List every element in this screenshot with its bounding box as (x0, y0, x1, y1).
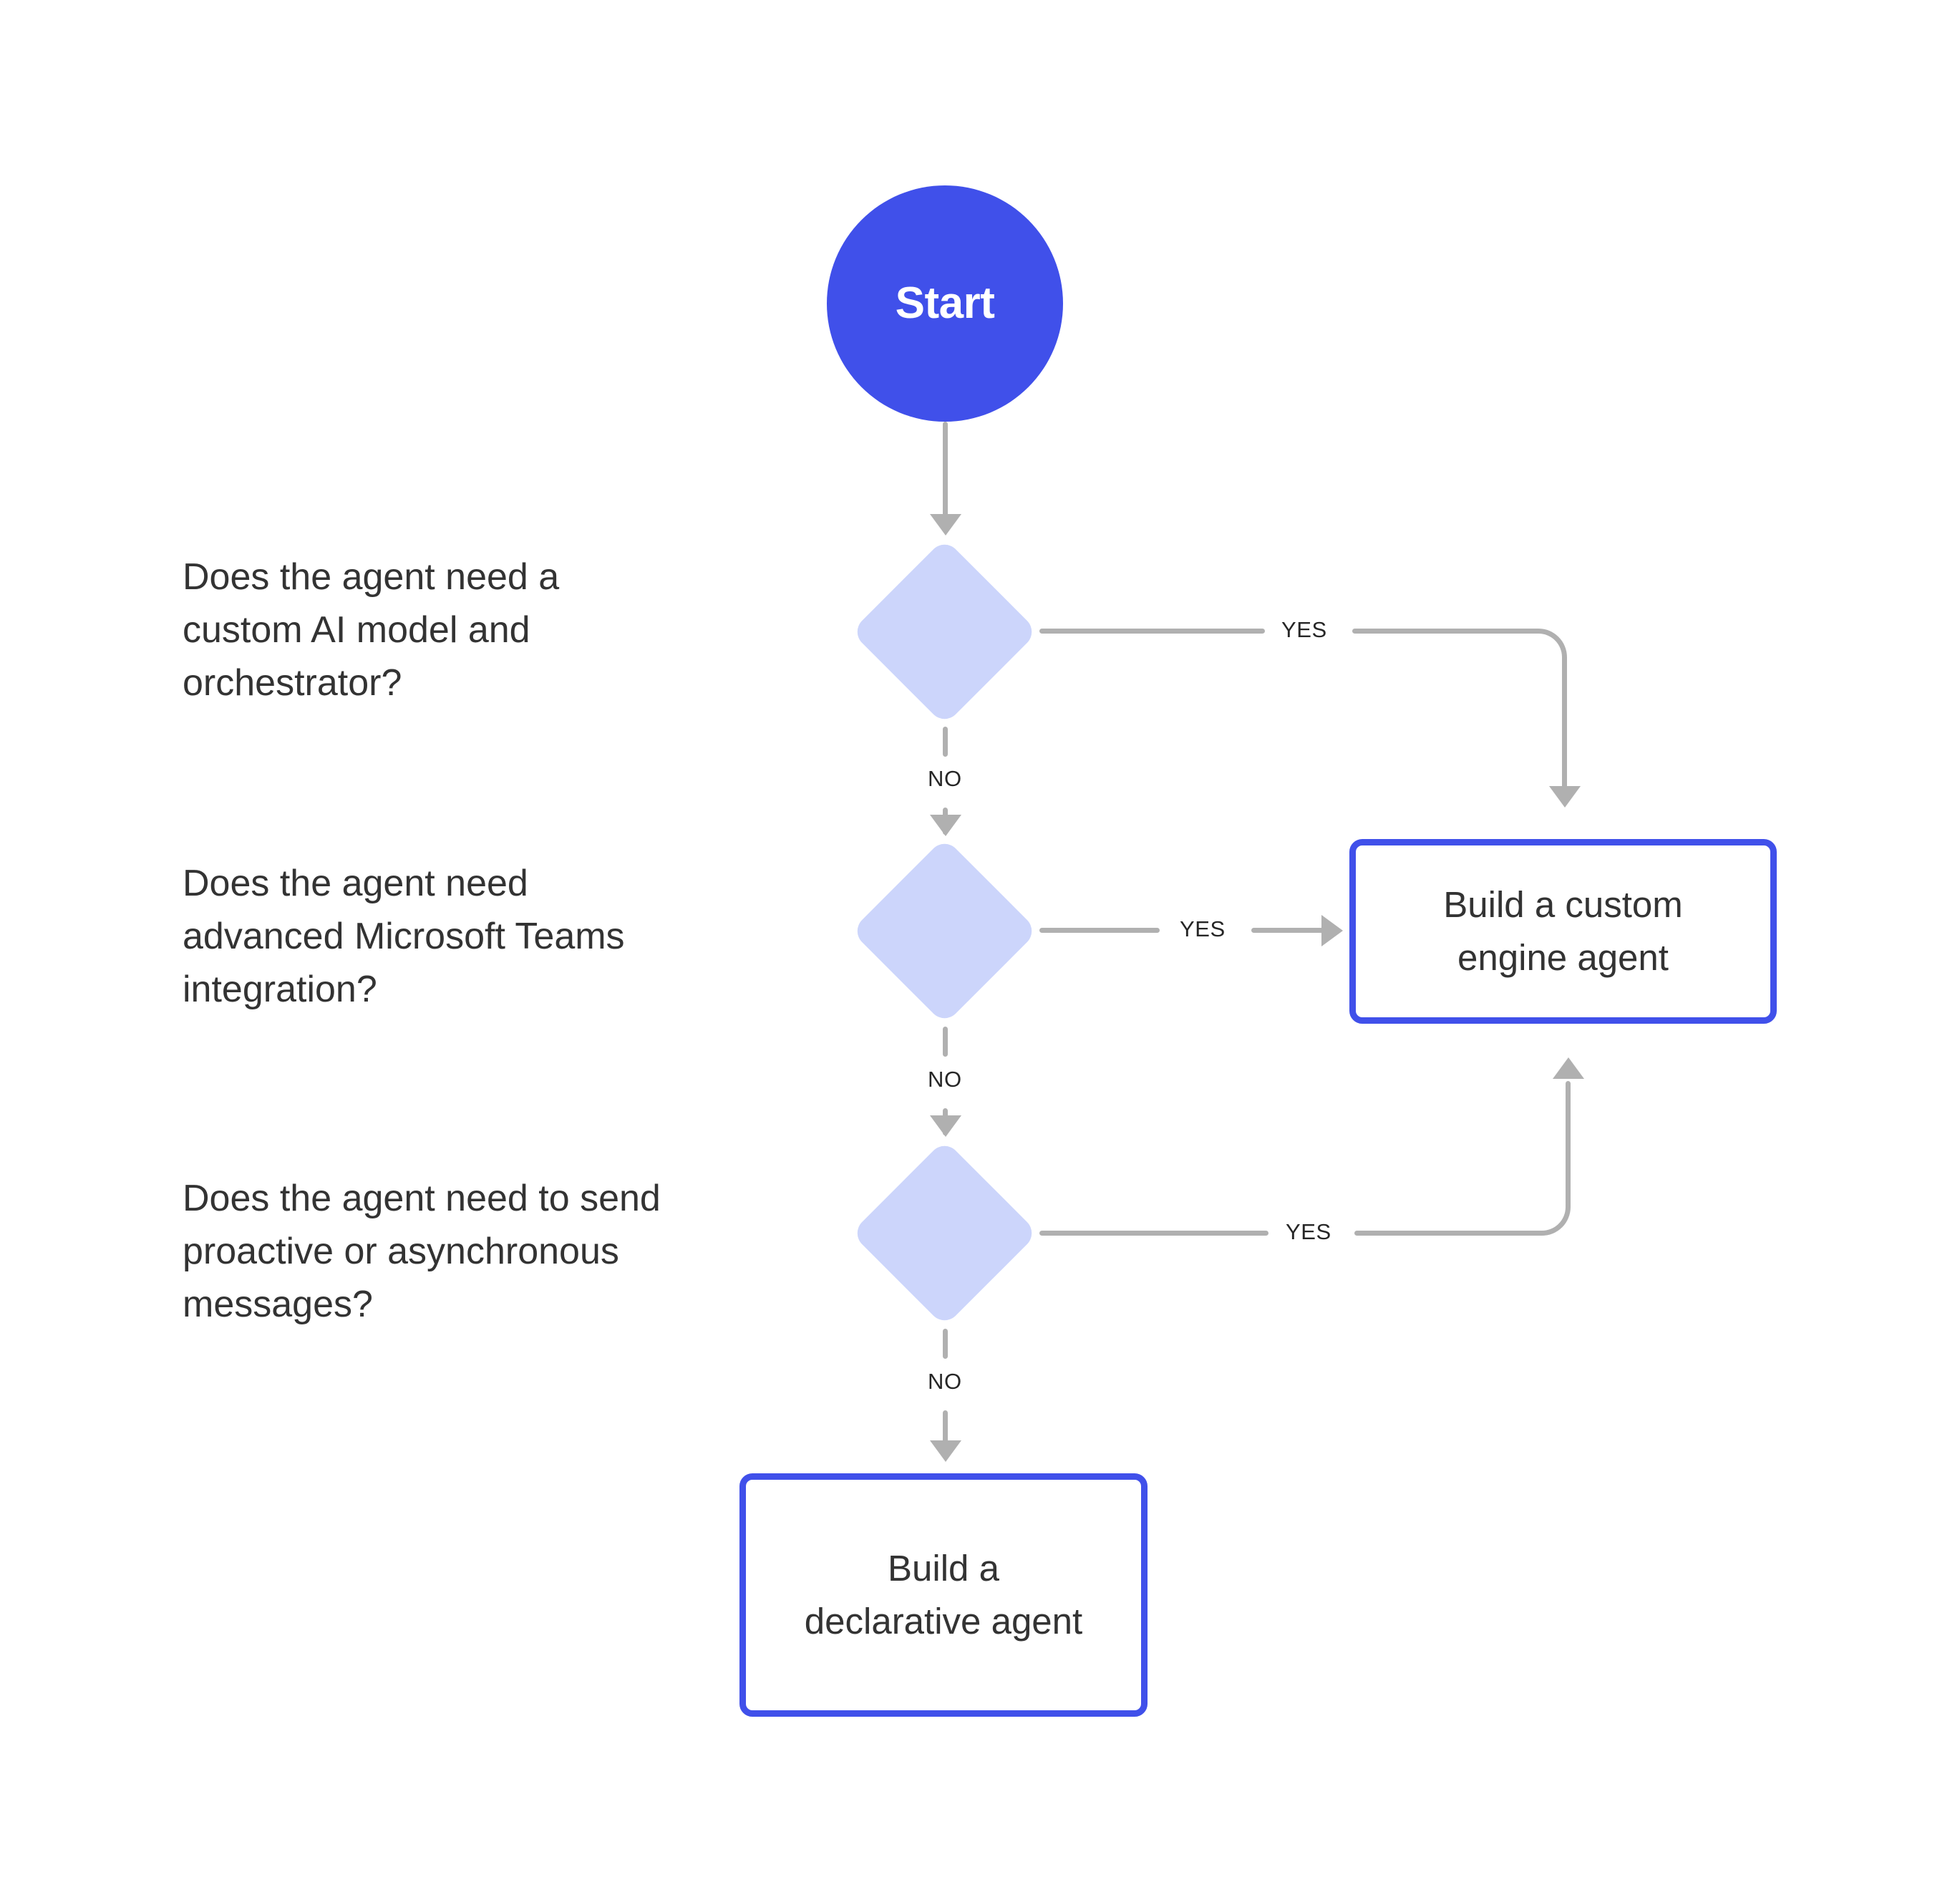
start-node[interactable]: Start (827, 185, 1063, 422)
connector-q3-yes-left (1039, 1231, 1268, 1236)
connector-q3-no-upper (943, 1329, 948, 1359)
outcome-label-declarative-agent: Build a declarative agent (804, 1548, 1083, 1642)
arrow-q3-yes-to-custom-engine (1553, 1057, 1584, 1079)
arrow-start-to-q1 (930, 514, 961, 535)
connector-q3-yes-right (1354, 1231, 1543, 1236)
connector-q1-yes-right (1352, 629, 1540, 634)
arrow-q3-no-to-declarative (930, 1440, 961, 1462)
arrow-q1-no-to-q2 (930, 815, 961, 836)
edge-label-q1-yes: YES (1281, 617, 1327, 642)
decision-diamond-3[interactable] (850, 1139, 1039, 1327)
outcome-box-declarative-agent[interactable]: Build a declarative agent (739, 1473, 1148, 1717)
connector-q1-no-upper (943, 727, 948, 757)
edge-label-q3-yes: YES (1286, 1219, 1331, 1244)
connector-start-to-q1 (943, 422, 948, 518)
edge-label-q3-no: NO (928, 1369, 962, 1394)
connector-q1-yes-elbow (1536, 629, 1567, 660)
connector-q3-no-lower (943, 1410, 948, 1449)
edge-label-q2-no: NO (928, 1067, 962, 1092)
question-label-3: Does the agent need to send proactive or… (183, 1178, 661, 1325)
connector-q1-yes-down (1562, 657, 1567, 790)
arrow-q1-yes-to-custom-engine (1549, 786, 1581, 808)
decision-diamond-1[interactable] (850, 538, 1039, 726)
connector-q2-yes-right (1251, 928, 1330, 933)
edge-label-q2-yes: YES (1180, 916, 1226, 941)
arrow-q2-no-to-q3 (930, 1115, 961, 1137)
outcome-label-custom-engine-agent: Build a custom engine agent (1443, 884, 1683, 978)
connector-q2-no-upper (943, 1027, 948, 1057)
decision-diamond-2[interactable] (850, 837, 1039, 1025)
question-label-2: Does the agent need advanced Microsoft T… (183, 863, 625, 1010)
start-node-label: Start (895, 278, 995, 328)
question-label-1: Does the agent need a custom AI model an… (183, 556, 560, 704)
connector-q1-yes-left (1039, 629, 1265, 634)
connector-q3-yes-elbow (1539, 1204, 1571, 1236)
connector-q2-yes-left (1039, 928, 1160, 933)
connector-q3-yes-up (1566, 1081, 1571, 1206)
edge-label-q1-no: NO (928, 766, 962, 791)
arrow-q2-yes-to-custom-engine (1321, 915, 1343, 946)
outcome-box-custom-engine-agent[interactable]: Build a custom engine agent (1349, 839, 1777, 1024)
